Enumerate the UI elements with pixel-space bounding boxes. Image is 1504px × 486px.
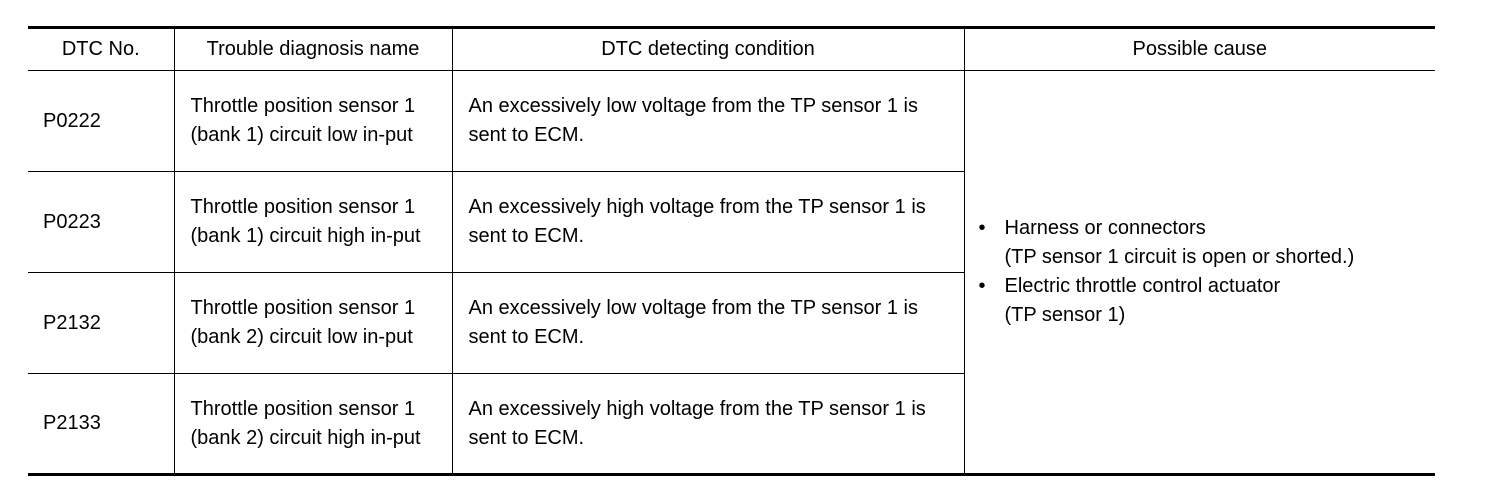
possible-cause-item: • Electric throttle control actuator (TP… <box>979 272 1430 330</box>
possible-cause-line: Electric throttle control actuator <box>1004 275 1281 297</box>
dtc-code-cell: P0223 <box>28 171 174 273</box>
dtc-code-cell: P2133 <box>28 373 174 476</box>
diagnosis-name-cell: Throttle position sensor 1 (bank 1) circ… <box>173 70 452 172</box>
dtc-table: DTC No. Trouble diagnosis name DTC detec… <box>28 26 1435 476</box>
table-row: P0222 Throttle position sensor 1 (bank 1… <box>28 70 1435 476</box>
table-row: P2133 Throttle position sensor 1 (bank 2… <box>28 373 1435 476</box>
possible-cause-text: Electric throttle control actuator (TP s… <box>1005 272 1281 330</box>
table-body: P0222 Throttle position sensor 1 (bank 1… <box>28 70 1435 476</box>
possible-cause-detail: (TP sensor 1 circuit is open or shorted.… <box>1004 246 1355 268</box>
detecting-condition-cell: An excessively high voltage from the TP … <box>451 373 964 476</box>
dtc-code-cell: P2132 <box>28 272 174 374</box>
diagnosis-name-cell: Throttle position sensor 1 (bank 1) circ… <box>173 171 452 273</box>
header-row: DTC No. Trouble diagnosis name DTC detec… <box>28 26 1435 71</box>
dtc-code-cell: P0222 <box>28 70 174 172</box>
possible-cause-list: • Harness or connectors (TP sensor 1 cir… <box>979 214 1430 330</box>
possible-cause-text: Harness or connectors (TP sensor 1 circu… <box>1005 214 1355 272</box>
bullet-point: • <box>978 217 986 239</box>
detecting-condition-cell: An excessively low voltage from the TP s… <box>451 272 964 374</box>
table-row: P2132 Throttle position sensor 1 (bank 2… <box>28 272 1435 374</box>
detecting-condition-cell: An excessively low voltage from the TP s… <box>451 70 964 172</box>
possible-cause-detail: (TP sensor 1) <box>1004 304 1126 326</box>
table-row: P0223 Throttle position sensor 1 (bank 1… <box>28 171 1435 273</box>
bullet-point: • <box>978 275 986 297</box>
header-dtc-detecting-condition: DTC detecting condition <box>451 26 964 71</box>
diagnosis-name-cell: Throttle position sensor 1 (bank 2) circ… <box>173 272 452 374</box>
possible-cause-line: Harness or connectors <box>1004 217 1206 239</box>
diagnosis-name-cell: Throttle position sensor 1 (bank 2) circ… <box>173 373 452 476</box>
possible-cause-cell: • Harness or connectors (TP sensor 1 cir… <box>963 70 1435 476</box>
header-dtc-no: DTC No. <box>28 26 174 71</box>
header-trouble-diagnosis-name: Trouble diagnosis name <box>173 26 452 71</box>
header-possible-cause: Possible cause <box>963 26 1435 71</box>
detecting-condition-cell: An excessively high voltage from the TP … <box>451 171 964 273</box>
possible-cause-item: • Harness or connectors (TP sensor 1 cir… <box>979 214 1430 272</box>
table-header: DTC No. Trouble diagnosis name DTC detec… <box>28 26 1435 71</box>
